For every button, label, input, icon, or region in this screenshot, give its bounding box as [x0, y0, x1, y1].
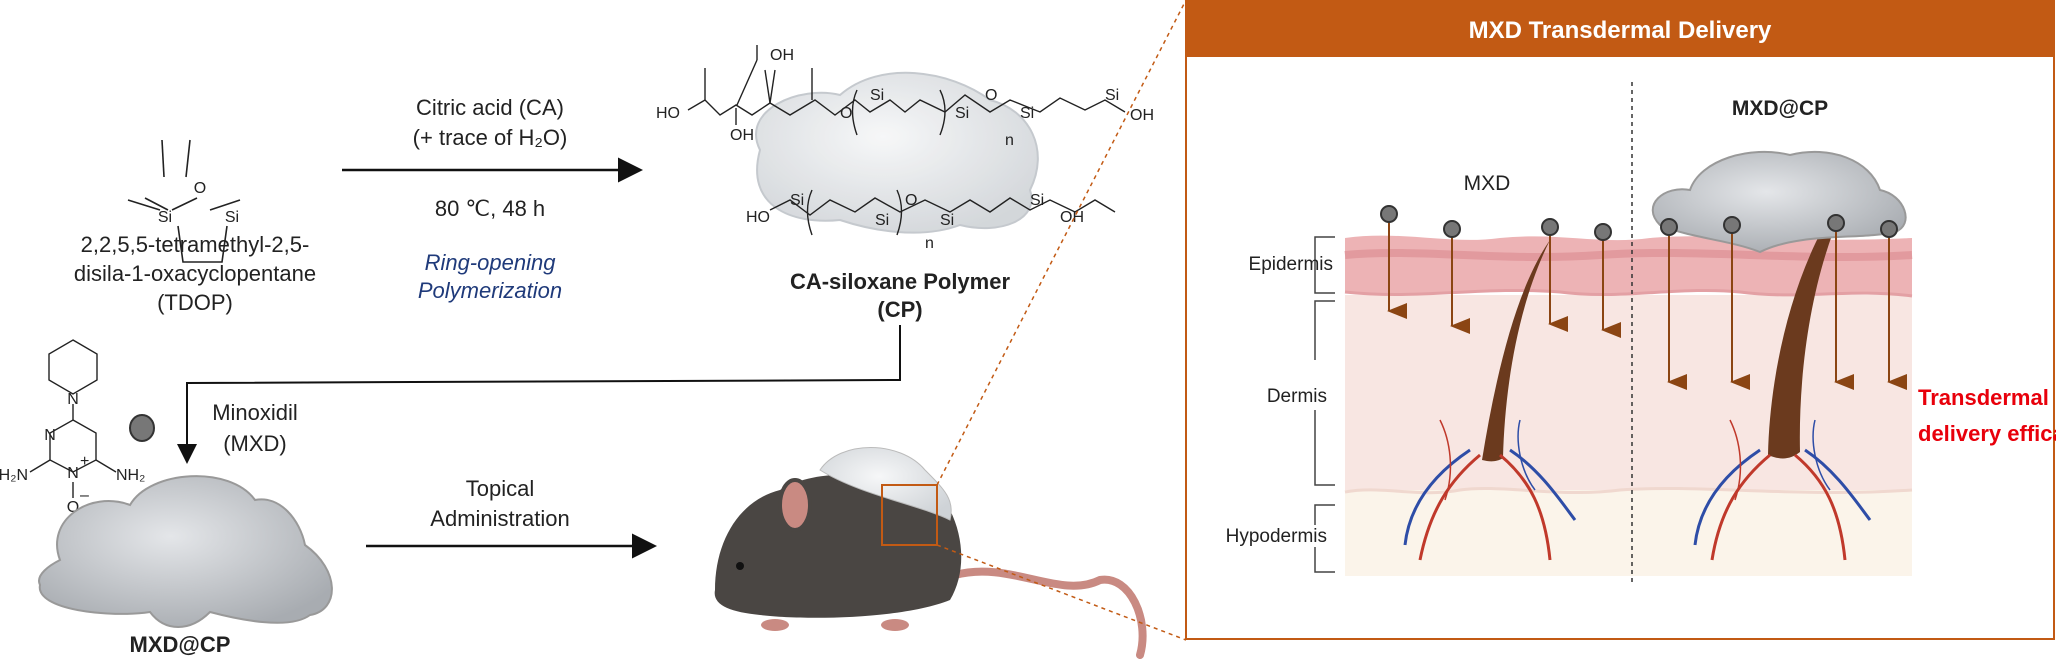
tdop-name-line2: disila-1-oxacyclopentane — [74, 261, 316, 286]
layer-label-hypodermis: Hypodermis — [1226, 526, 1327, 547]
mxd-penetration-arrows-right — [1660, 214, 1907, 390]
cp-ho-lower: HO — [746, 209, 770, 226]
panel-left-label: MXD — [1464, 172, 1511, 195]
cp-si-1: Si — [870, 87, 884, 104]
panel-header — [1186, 1, 2054, 57]
cp-o-2: O — [905, 192, 917, 209]
hair-right — [1768, 175, 1860, 459]
minoxidil-n-oxide: N — [67, 465, 79, 482]
mxd-penetration-arrows-left — [1380, 205, 1621, 338]
cp-ho-end: HO — [656, 105, 680, 122]
minoxidil-abbr: (MXD) — [223, 431, 287, 456]
zoom-guide-top — [936, 0, 1187, 486]
minoxidil-name: Minoxidil — [212, 400, 298, 425]
mouse-illustration — [714, 447, 1147, 659]
cp-si-2: Si — [955, 105, 969, 122]
cp-si-3: Si — [1020, 105, 1034, 122]
result-line1: Transdermal MXD — [1918, 385, 2056, 410]
tdop-structure — [127, 139, 241, 263]
cp-o-1: O — [985, 87, 997, 104]
cp-si-4: Si — [1105, 87, 1119, 104]
mxd-particle — [1541, 218, 1559, 236]
cp-oh-lower: OH — [1060, 209, 1084, 226]
administration-line2: Administration — [430, 506, 569, 531]
cp-alcohol-oh: OH — [730, 127, 754, 144]
cp-si-8: Si — [1030, 192, 1044, 209]
mxd-particle — [1443, 220, 1461, 238]
tdop-si-left: Si — [158, 209, 172, 226]
mxd-particle — [1660, 218, 1678, 236]
tdop-si-right: Si — [225, 209, 239, 226]
mxd-dot-icon — [129, 414, 155, 442]
cp-n-1: n — [1005, 132, 1014, 149]
cp-acid-oh: OH — [770, 47, 794, 64]
tdop-name-line1: 2,2,5,5-tetramethyl-2,5- — [81, 232, 310, 257]
cp-name: CA-siloxane Polymer — [790, 269, 1011, 294]
reagent-label: Citric acid (CA) — [416, 95, 564, 120]
hair-left — [1482, 240, 1550, 462]
reaction-type-line1: Ring-opening — [425, 250, 557, 275]
layer-label-dermis: Dermis — [1267, 386, 1327, 407]
result-line2: delivery efficacy ↑ — [1918, 421, 2056, 446]
mxd-particle — [1723, 216, 1741, 234]
conditions-label: 80 ℃, 48 h — [435, 196, 545, 221]
minoxidil-structure — [29, 339, 117, 498]
cp-oh-end: OH — [1130, 107, 1154, 124]
mxd-particle — [1827, 214, 1845, 232]
mxd-cp-cloud — [38, 475, 333, 628]
panel-right-label: MXD@CP — [1732, 97, 1828, 120]
minoxidil-h2n: H₂N — [0, 467, 28, 484]
cp-si-5: Si — [790, 192, 804, 209]
cp-abbr: (CP) — [877, 297, 922, 322]
minoxidil-piperidine-n: N — [67, 391, 79, 408]
mxd-cp-label: MXD@CP — [130, 632, 231, 657]
layer-label-epidermis: Epidermis — [1249, 254, 1333, 275]
mixing-arrow — [177, 325, 901, 464]
mxd-particle — [1380, 205, 1398, 223]
minoxidil-plus-charge: + — [80, 453, 89, 470]
cp-ester-o: O — [840, 105, 852, 122]
tdop-oxygen: O — [194, 180, 206, 197]
minoxidil-ring-n: N — [44, 427, 56, 444]
mxd-particle — [1880, 220, 1898, 238]
blood-vessels-left — [1403, 419, 1577, 561]
administration-line1: Topical — [466, 476, 534, 501]
cp-structure-bonds — [687, 45, 1126, 236]
zoom-guide-bottom — [936, 544, 1187, 641]
panel-title: MXD Transdermal Delivery — [1469, 17, 1772, 44]
minoxidil-nh2: NH₂ — [116, 467, 145, 484]
additive-label: (+ trace of H₂O) — [413, 125, 568, 150]
cp-n-2: n — [925, 235, 934, 252]
minoxidil-minus-charge: – — [80, 487, 89, 504]
reaction-type-line2: Polymerization — [418, 278, 562, 303]
blood-vessels-right — [1693, 419, 1872, 561]
tdop-abbr: (TDOP) — [157, 290, 233, 315]
zoom-region-box — [881, 484, 938, 546]
cp-si-6: Si — [875, 212, 889, 229]
cp-si-7: Si — [940, 212, 954, 229]
cp-polymer-cloud — [755, 71, 1039, 234]
mxd-particle — [1594, 223, 1612, 241]
